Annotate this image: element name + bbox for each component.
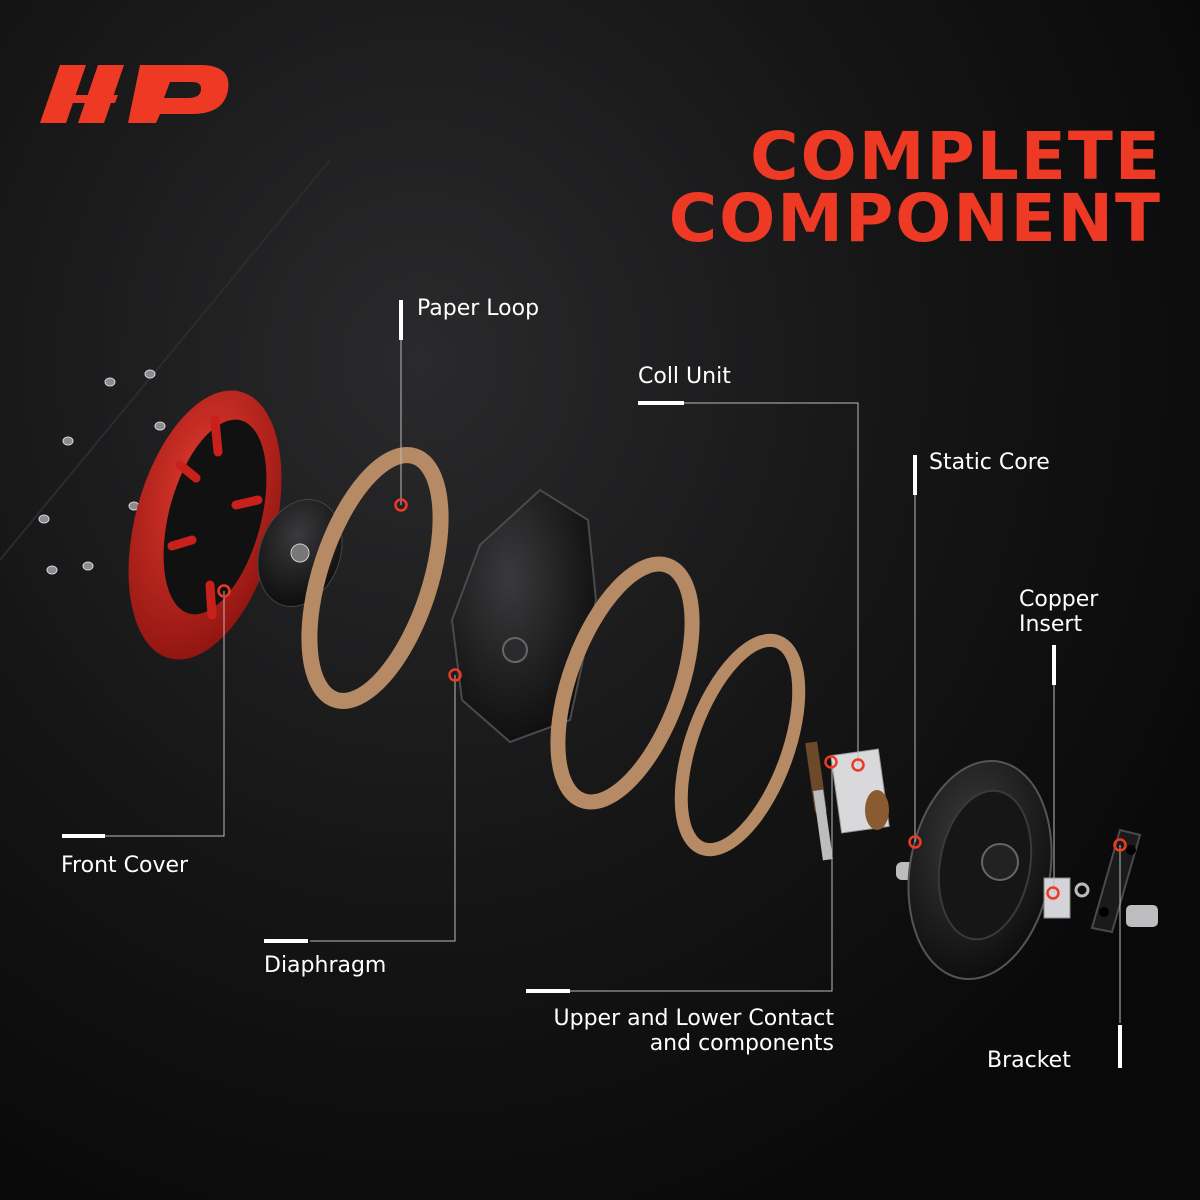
copper-insert-part (1043, 877, 1090, 919)
label-paper-loop: Paper Loop (417, 296, 540, 321)
ap-logo (40, 65, 229, 123)
paper-gasket-3 (674, 633, 806, 857)
label-bracket: Bracket (987, 1048, 1071, 1073)
contact-components-part (805, 741, 890, 861)
label-contact-line1: Upper and Lower Contact (553, 1006, 834, 1031)
title-line-2: COMPONENT (668, 180, 1162, 257)
background-streak (0, 159, 331, 561)
title-line-1: COMPLETE (750, 118, 1162, 195)
label-static-core: Static Core (929, 450, 1050, 475)
label-bars (62, 300, 1122, 1068)
bracket-part (1090, 828, 1158, 934)
paper-gasket-2 (550, 556, 700, 810)
leader-lines (105, 340, 1121, 1023)
label-copper-insert-line1: Copper (1019, 587, 1099, 612)
paper-gasket-1 (301, 447, 449, 709)
label-copper-insert-line2: Insert (1019, 612, 1083, 638)
label-copper-insert: Copper Insert (1019, 587, 1098, 638)
label-front-cover: Front Cover (61, 853, 189, 878)
rear-housing-part (907, 759, 1053, 981)
marker-circles (217, 498, 1127, 900)
label-contact-components: Upper and Lower Contact and components (554, 1006, 834, 1057)
label-diaphragm: Diaphragm (264, 953, 387, 978)
label-contact-line2: and components (649, 1031, 834, 1057)
diaphragm-part (450, 488, 598, 744)
label-coil-unit: Coll Unit (638, 364, 731, 389)
front-cover-part (128, 390, 282, 660)
screws (38, 369, 166, 575)
